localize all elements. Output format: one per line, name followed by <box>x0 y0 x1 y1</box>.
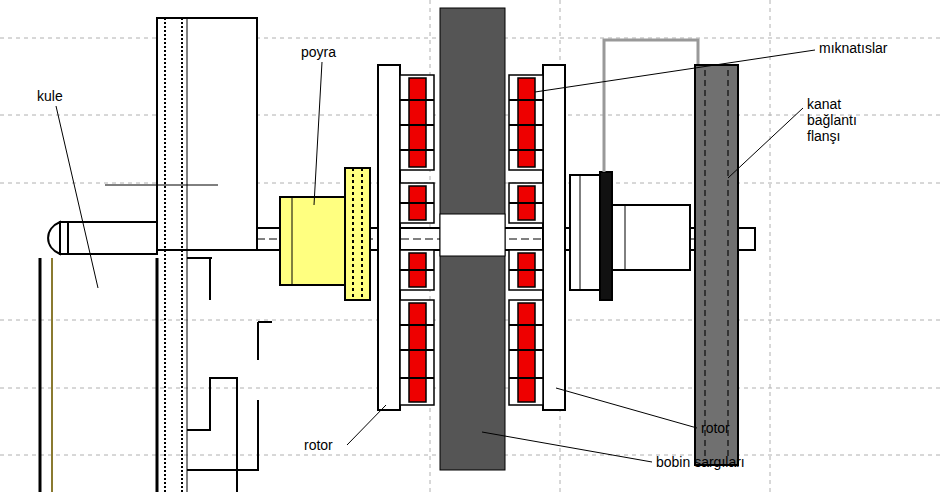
part-label: kule <box>36 88 64 104</box>
coil-windings <box>440 8 505 470</box>
part-label: kanat bağlantı flanşı <box>806 96 880 144</box>
blade-flange <box>695 65 738 465</box>
rotor-disc <box>543 65 565 410</box>
tower <box>40 18 272 492</box>
rotor-disc <box>378 65 400 410</box>
part-label: bobin sargıları <box>655 454 746 470</box>
magnets <box>509 75 543 405</box>
part-label: mıknatıslar <box>818 40 888 56</box>
leader-lines <box>56 50 815 462</box>
magnets <box>400 75 434 405</box>
part-label: rotor <box>303 437 334 453</box>
hub <box>280 168 370 300</box>
bracket-line <box>604 40 698 172</box>
part-label: poyra <box>300 44 337 60</box>
part-label: rotor <box>700 420 731 436</box>
